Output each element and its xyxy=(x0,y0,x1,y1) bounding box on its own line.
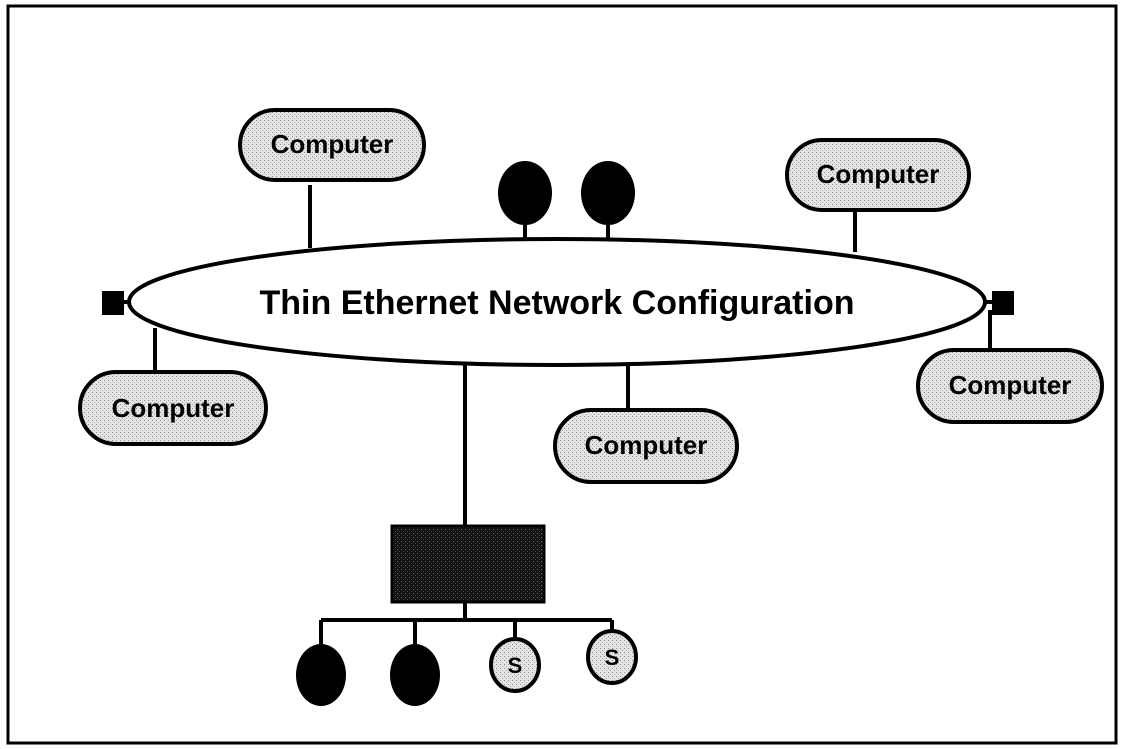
network-ellipse xyxy=(127,237,987,367)
computer-label: Computer xyxy=(112,393,235,423)
computer-label: Computer xyxy=(949,370,1072,400)
diagram-title: Thin Ethernet Network Configuration xyxy=(260,284,855,322)
s-node: S xyxy=(586,629,638,685)
network-node-dark xyxy=(581,161,635,225)
computer-node: Computer xyxy=(78,370,268,446)
computer-label: Computer xyxy=(585,430,708,460)
network-node-dark xyxy=(498,161,552,225)
s-node-label: S xyxy=(508,653,523,678)
network-node-dark xyxy=(390,644,440,706)
terminator-right xyxy=(992,291,1014,315)
terminator-left xyxy=(102,291,124,315)
computer-label: Computer xyxy=(817,159,940,189)
diagram-frame xyxy=(6,4,1118,745)
computer-node: Computer xyxy=(785,138,971,212)
s-node: S xyxy=(489,637,541,693)
s-node-label: S xyxy=(605,645,620,670)
computer-label: Computer xyxy=(271,129,394,159)
server-box xyxy=(390,524,546,604)
computer-node: Computer xyxy=(916,348,1104,424)
network-node-dark xyxy=(296,644,346,706)
computer-node: Computer xyxy=(238,108,426,182)
computer-node: Computer xyxy=(553,408,739,484)
